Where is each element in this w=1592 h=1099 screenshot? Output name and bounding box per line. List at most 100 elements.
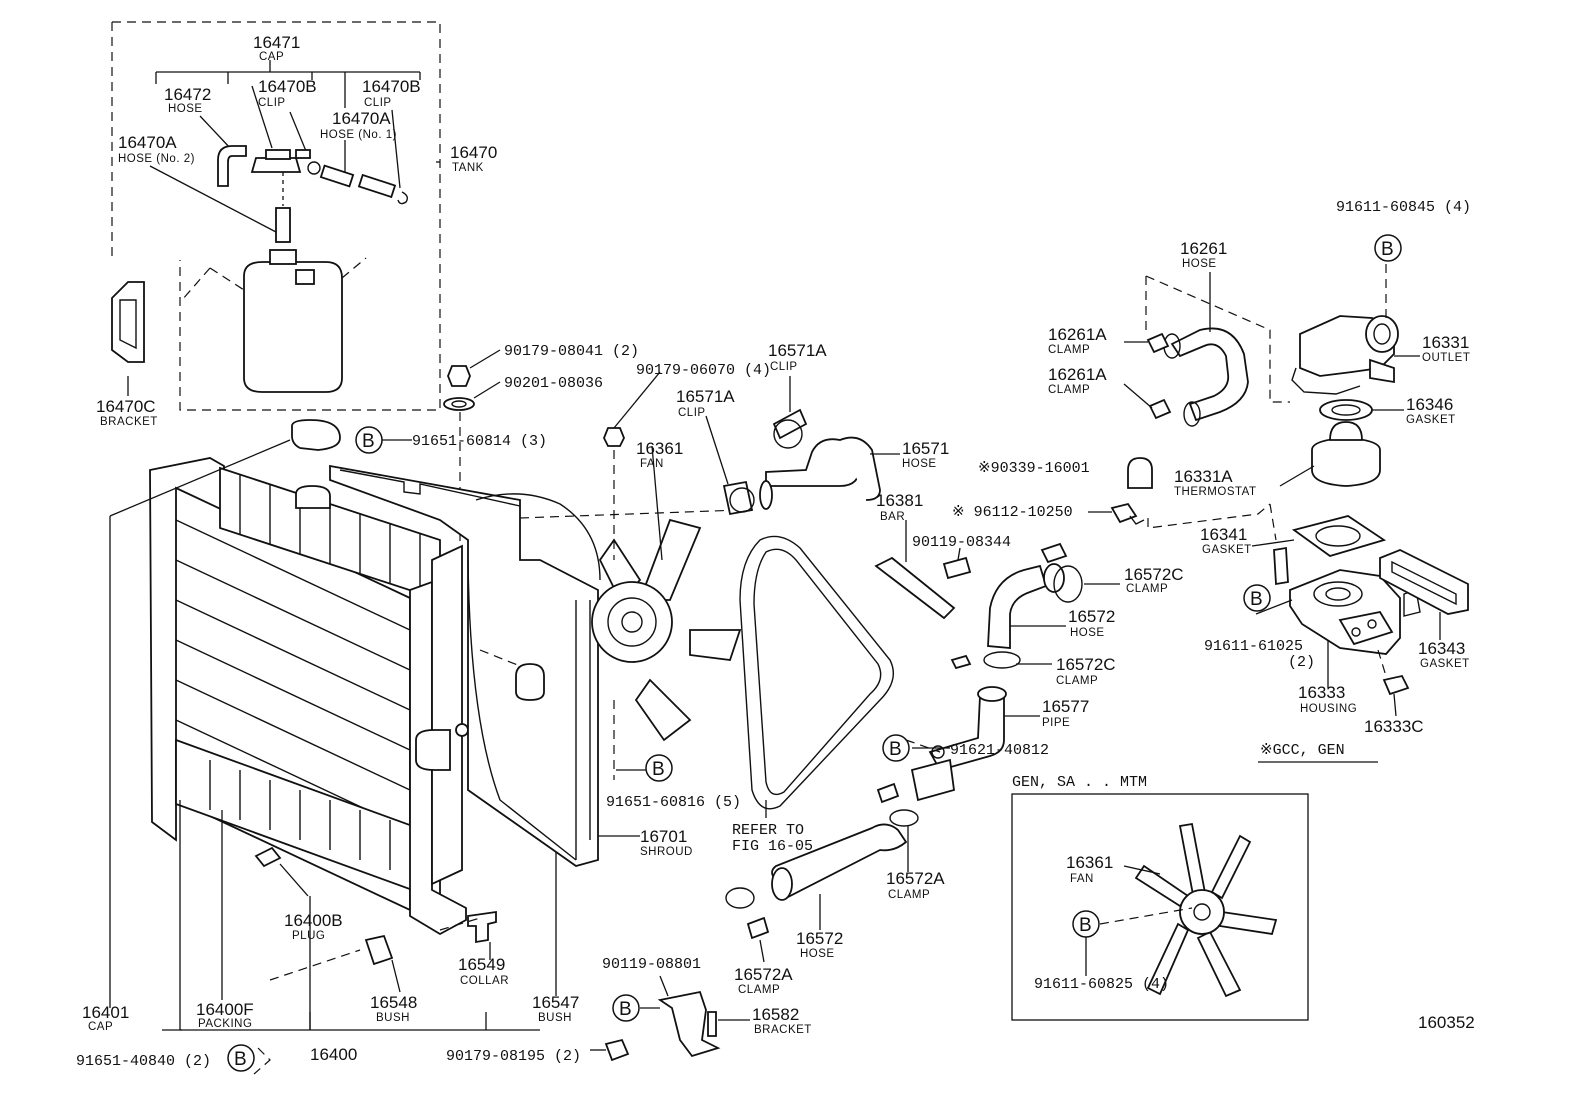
label-16331a-name: THERMOSTAT: [1174, 486, 1257, 498]
label-16261a-2-name: CLAMP: [1048, 384, 1090, 396]
label-16261a-1-name: CLAMP: [1048, 344, 1090, 356]
label-16472-name: HOSE: [168, 103, 203, 115]
label-16470c-num: 16470C: [96, 397, 156, 416]
label-16361-name: FAN: [640, 458, 664, 470]
label-16547-num: 16547: [532, 993, 579, 1012]
label-16572-num: 16572: [1068, 607, 1115, 626]
label-16470b-1-num: 16470B: [258, 77, 317, 96]
label-16333-name: HOUSING: [1300, 703, 1357, 715]
label-16572c-1-num: 16572C: [1124, 565, 1184, 584]
label-16400-num: 16400: [310, 1045, 357, 1064]
label-16548-name: BUSH: [376, 1012, 410, 1024]
label-16572a-1-num: 16572A: [886, 869, 945, 888]
b-mark-4: B: [882, 734, 910, 762]
upper-hose-group: [705, 376, 900, 818]
label-f7: 91621-40812: [950, 742, 1049, 759]
label-16549-name: COLLAR: [460, 975, 509, 987]
reserve-tank-labels: 16471 CAP 16472 HOSE 16470B CLIP 16470B …: [96, 33, 497, 428]
label-16361b-num: 16361: [1066, 853, 1113, 872]
svg-text:B: B: [234, 1049, 247, 1070]
label-16572-name: HOSE: [1070, 627, 1105, 639]
svg-text:B: B: [652, 759, 665, 780]
label-16548-num: 16548: [370, 993, 417, 1012]
label-16331-num: 16331: [1422, 333, 1469, 352]
b-mark-8: B: [1072, 910, 1100, 938]
lower-hose-group: [725, 520, 1120, 963]
label-16401-name: CAP: [88, 1021, 113, 1033]
label-16470a-2-num: 16470A: [118, 133, 177, 152]
label-16571-name: HOSE: [902, 458, 937, 470]
label-16572a-1-name: CLAMP: [888, 889, 930, 901]
label-f5: 91651-60816 (5): [606, 794, 741, 811]
b-mark-1: B: [355, 426, 383, 454]
label-16343-name: GASKET: [1420, 658, 1470, 670]
label-16472-num: 16472: [164, 85, 211, 104]
b-mark-5: B: [612, 994, 640, 1022]
label-f13: ※ 96112-10250: [952, 504, 1073, 521]
radiator-group: [109, 419, 557, 1075]
b-mark-7: B: [1243, 584, 1271, 612]
inset-box: [1011, 793, 1309, 1021]
label-f4: 90179-06070 (4): [636, 362, 771, 379]
svg-text:B: B: [1381, 239, 1394, 260]
label-16582-num: 16582: [752, 1005, 799, 1024]
label-16400b-num: 16400B: [284, 911, 343, 930]
b-mark-6: B: [1374, 234, 1402, 262]
label-16343-num: 16343: [1418, 639, 1465, 658]
label-16470b-2-name: CLIP: [364, 97, 392, 109]
label-16401-num: 16401: [82, 1003, 129, 1022]
label-16582-name: BRACKET: [754, 1024, 812, 1036]
label-16470a-2-name: HOSE (No. 2): [118, 153, 195, 165]
svg-text:B: B: [619, 999, 632, 1020]
label-f14: 91611-61025: [1204, 638, 1303, 655]
label-16572b-name: HOSE: [800, 948, 835, 960]
label-16471-name: CAP: [259, 51, 284, 63]
label-16346-num: 16346: [1406, 395, 1453, 414]
label-f3: 91651-60814 (3): [412, 433, 547, 450]
label-16572a-2-num: 16572A: [734, 965, 793, 984]
label-16341-name: GASKET: [1202, 544, 1252, 556]
label-f15: 91611-60825 (4): [1034, 976, 1169, 993]
label-16361b-name: FAN: [1070, 873, 1094, 885]
reserve-tank-group: [111, 21, 441, 411]
label-16470c-name: BRACKET: [100, 416, 158, 428]
label-f10: 91651-40840 (2): [76, 1053, 211, 1070]
label-16572a-2-name: CLAMP: [738, 984, 780, 996]
shroud-fan-group: [329, 371, 742, 867]
label-f2: 90201-08036: [504, 375, 603, 392]
label-16261-name: HOSE: [1182, 258, 1217, 270]
label-16547-name: BUSH: [538, 1012, 572, 1024]
label-16470a-1-num: 16470A: [332, 109, 391, 128]
label-16577-name: PIPE: [1042, 717, 1070, 729]
label-f12: ※90339-16001: [978, 460, 1090, 477]
label-16470b-1-name: CLIP: [258, 97, 286, 109]
label-16261a-1-num: 16261A: [1048, 325, 1107, 344]
label-16701-num: 16701: [640, 827, 687, 846]
label-f9: 90179-08195 (2): [446, 1048, 581, 1065]
label-gcc-note: ※GCC, GEN: [1260, 742, 1345, 759]
bracket-16582-group: [590, 975, 750, 1062]
label-16471-num: 16471: [253, 33, 300, 52]
label-16572b-num: 16572: [796, 929, 843, 948]
b-mark-2: B: [227, 1044, 255, 1072]
label-16701-name: SHROUD: [640, 846, 693, 858]
label-16470a-1-name: HOSE (No. 1): [320, 129, 397, 141]
label-16331-name: OUTLET: [1422, 352, 1470, 364]
label-f11: 91611-60845 (4): [1336, 199, 1471, 216]
diagram-id: 160352: [1418, 1013, 1475, 1032]
label-16571a-2-num: 16571A: [676, 387, 735, 406]
svg-text:B: B: [362, 431, 375, 452]
label-16571a-1-num: 16571A: [768, 341, 827, 360]
label-16333-num: 16333: [1298, 683, 1345, 702]
label-16341-num: 16341: [1200, 525, 1247, 544]
label-16571a-2-name: CLIP: [678, 407, 706, 419]
label-16400f-name: PACKING: [198, 1018, 252, 1030]
b-mark-3: B: [645, 754, 673, 782]
thermostat-group: [1088, 264, 1469, 763]
label-16572c-1-name: CLAMP: [1126, 583, 1168, 595]
label-16572c-2-name: CLAMP: [1056, 675, 1098, 687]
label-16331a-num: 16331A: [1174, 467, 1233, 486]
label-f6: 90119-08344: [912, 534, 1011, 551]
